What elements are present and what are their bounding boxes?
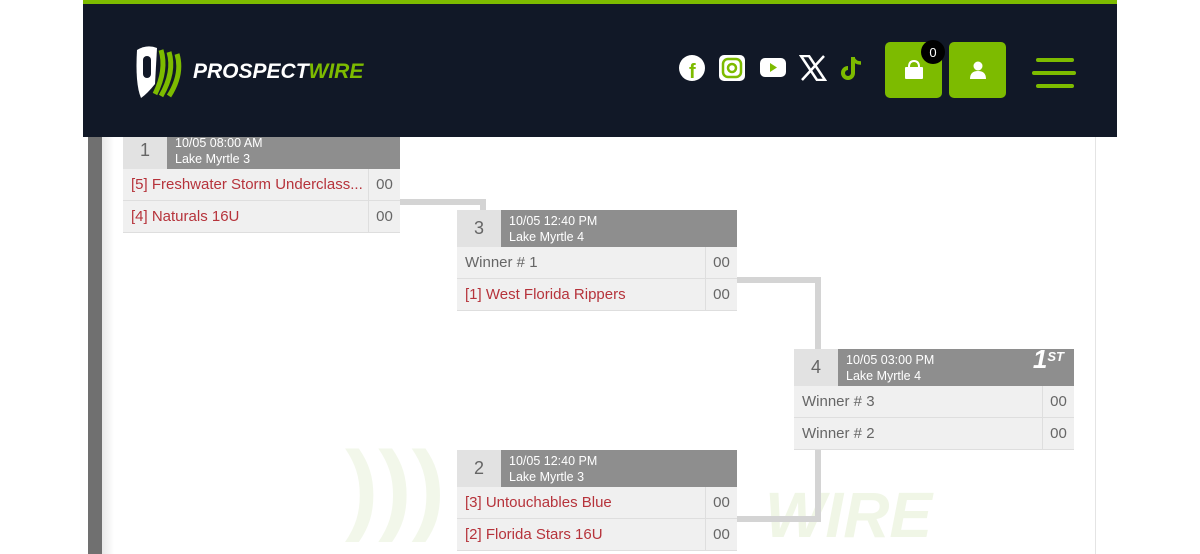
watermark-logo-icon: ))) [345,431,445,543]
bracket-container [88,137,1096,554]
connector [815,450,821,522]
connector [737,277,821,283]
match-1: 1 10/05 08:00 AM Lake Myrtle 3 [5] Freshw… [123,132,400,233]
match-number: 4 [794,349,838,386]
tiktok-icon[interactable] [838,54,866,82]
team-row[interactable]: [1] West Florida Rippers 00 [457,279,737,311]
team-score: 00 [368,169,400,200]
shopping-bag-icon [904,60,923,79]
match-time: 10/05 12:40 PM [509,214,598,228]
facebook-icon[interactable]: f [678,54,706,82]
team-score: 00 [705,247,737,278]
team-score: 00 [1042,386,1074,417]
team-name[interactable]: [2] Florida Stars 16U [465,526,603,543]
match-number: 1 [123,132,167,169]
team-name[interactable]: [1] West Florida Rippers [465,286,626,303]
team-name[interactable]: [5] Freshwater Storm Underclass... [131,176,363,193]
match-field: Lake Myrtle 3 [175,152,251,166]
x-icon[interactable] [799,54,827,82]
match-time: 10/05 12:40 PM [509,454,598,468]
team-score: 00 [368,201,400,232]
team-score: 00 [705,279,737,310]
team-row[interactable]: Winner # 3 00 [794,386,1074,418]
watermark: WIRE [765,479,933,551]
svg-text:f: f [689,61,696,81]
team-row[interactable]: [2] Florida Stars 16U 00 [457,519,737,551]
connector [480,199,486,211]
match-time: 10/05 08:00 AM [175,136,263,150]
connector [815,277,821,349]
brand-name: PROSPECTWIRE [193,60,363,84]
match-2: 2 10/05 12:40 PM Lake Myrtle 3 [3] Untouc… [457,450,737,551]
first-place-label: 1ST [1033,346,1064,372]
match-4-final: 4 10/05 03:00 PM Lake Myrtle 4 1ST Winner… [794,346,1074,450]
team-row[interactable]: Winner # 1 00 [457,247,737,279]
team-row[interactable]: [5] Freshwater Storm Underclass... 00 [123,169,400,201]
connector [737,516,821,522]
cart-button[interactable]: 0 [885,40,945,98]
instagram-icon[interactable] [718,54,746,82]
logo[interactable]: PROSPECTWIRE [133,44,363,100]
match-3: 3 10/05 12:40 PM Lake Myrtle 4 Winner # 1… [457,210,737,311]
team-row[interactable]: [3] Untouchables Blue 00 [457,487,737,519]
match-number: 2 [457,450,501,487]
left-bar [88,137,102,554]
account-button[interactable] [949,42,1006,98]
prospectwire-logo-icon [136,46,182,98]
hamburger-menu-icon[interactable] [1032,58,1076,97]
team-name: Winner # 2 [802,425,875,442]
youtube-icon[interactable] [759,54,787,82]
team-row[interactable]: [4] Naturals 16U 00 [123,201,400,233]
match-number: 3 [457,210,501,247]
place-number: 1 [1032,344,1048,374]
team-name: Winner # 1 [465,254,538,271]
team-name[interactable]: [4] Naturals 16U [131,208,240,225]
team-score: 00 [1042,418,1074,449]
team-score: 00 [705,519,737,550]
match-field: Lake Myrtle 3 [509,470,585,484]
team-name: Winner # 3 [802,393,875,410]
place-suffix: ST [1047,349,1064,364]
team-row[interactable]: Winner # 2 00 [794,418,1074,450]
brand-part1: PROSPECT [193,60,309,83]
team-name[interactable]: [3] Untouchables Blue [465,494,612,511]
brand-part2: WIRE [308,60,364,83]
cart-count-badge: 0 [921,40,945,64]
user-icon [969,61,986,79]
site-header: PROSPECTWIRE f 0 [83,0,1117,137]
team-score: 00 [705,487,737,518]
match-field: Lake Myrtle 4 [846,369,922,383]
connector [400,199,486,205]
left-shade [102,137,114,554]
match-time: 10/05 03:00 PM [846,353,935,367]
match-field: Lake Myrtle 4 [509,230,585,244]
